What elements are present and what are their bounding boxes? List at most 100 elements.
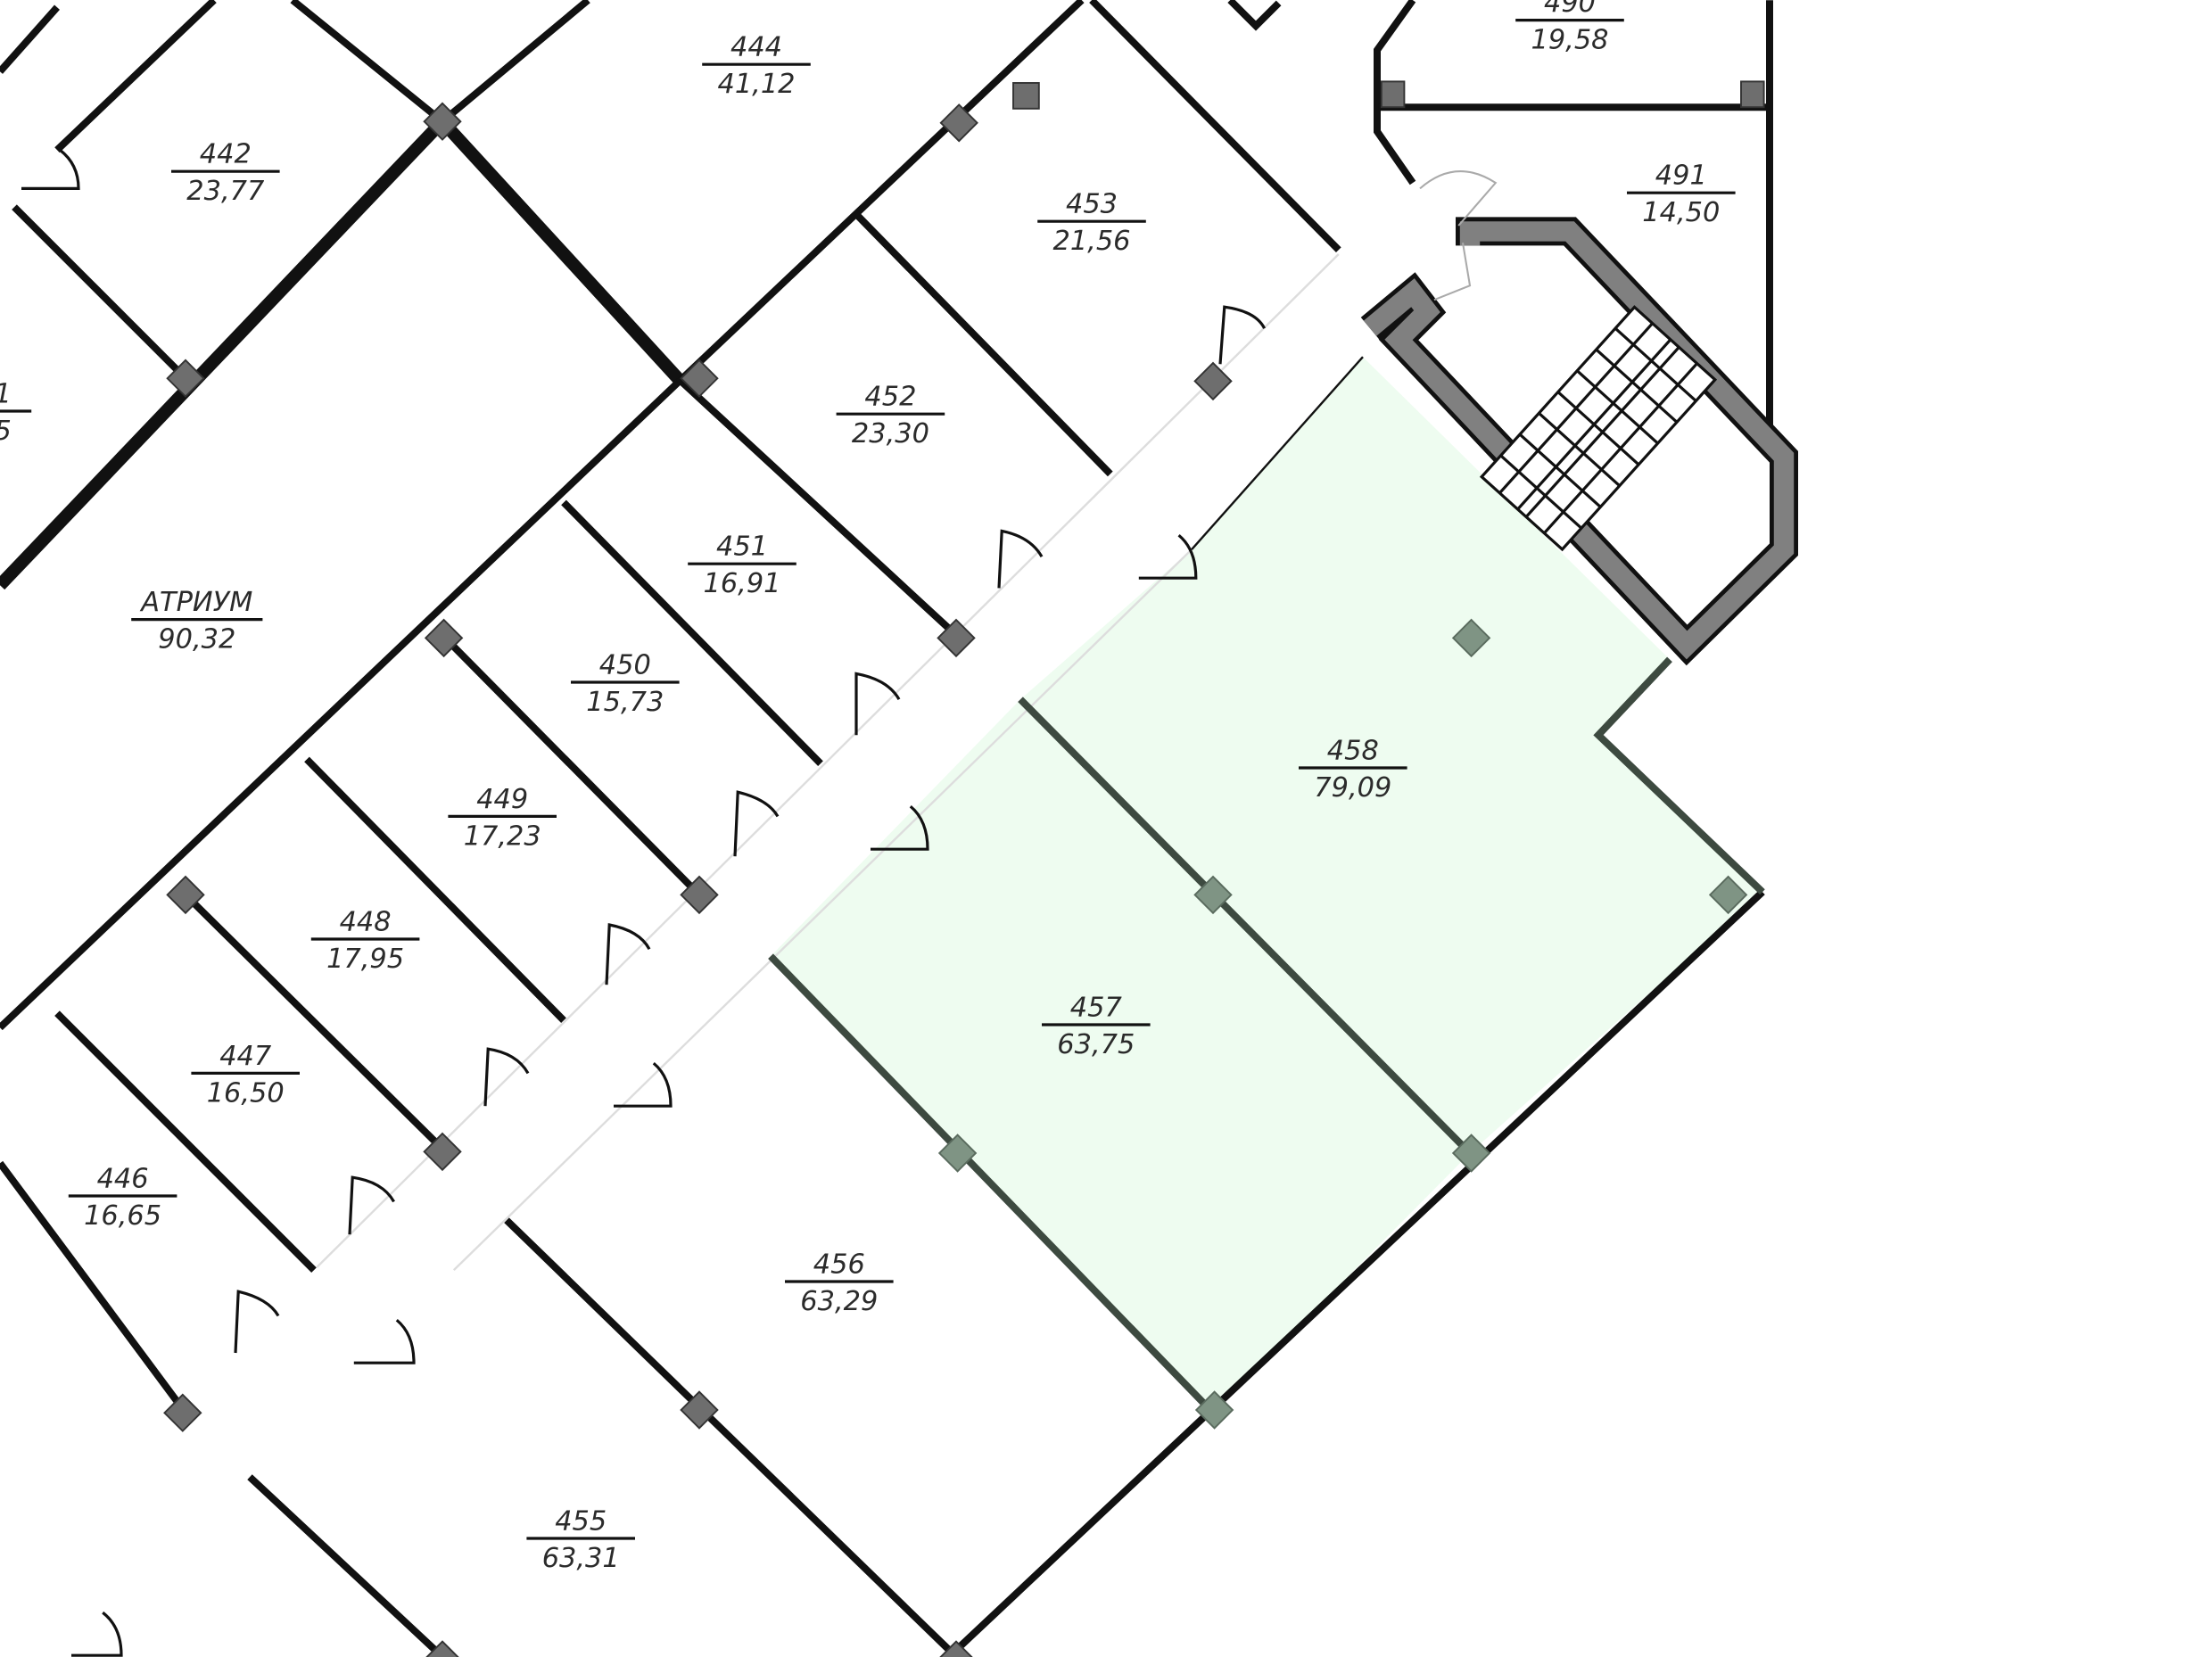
column-icon [423,1132,462,1172]
room-number: 453 [1066,189,1118,220]
room-area: 23,30 [852,418,929,449]
room-area: 15,73 [586,687,664,718]
room-area: 63,29 [800,1286,878,1317]
room-area: 17,95 [326,944,404,975]
column-icon [937,618,976,658]
room-label-partial: 1 5 [0,378,32,447]
room-457-fill[interactable] [771,699,1470,1414]
door-icon [483,1047,530,1107]
room-area: 23,77 [186,176,265,207]
column-icon [1012,82,1040,110]
doors [21,148,1498,1657]
door-icon [21,148,80,190]
door-icon [1138,533,1198,580]
door-icon [871,804,929,851]
room-label-455: 455 63,31 [526,1505,635,1574]
room-label-442: 442 23,77 [171,139,280,207]
door-icon [997,529,1044,589]
column-icon [680,1390,719,1430]
room-number: 446 [97,1163,149,1194]
room-number: 490 [1544,0,1596,19]
columns [163,80,1765,1657]
column-icon [680,875,719,915]
room-area: 21,56 [1052,226,1130,257]
column-icon [423,102,462,141]
door-icon [71,1611,123,1657]
room-area: 5 [0,416,12,447]
door-icon [605,923,651,985]
room-label-457: 457 63,75 [1042,992,1151,1060]
door-icon [1433,243,1472,301]
room-area: 41,12 [717,69,795,100]
column-icon [163,1393,202,1432]
room-number: 1 [0,378,12,409]
room-number: 452 [864,382,916,413]
room-area: 63,75 [1057,1029,1135,1060]
room-area: 14,50 [1642,197,1720,228]
room-number: 451 [716,532,768,563]
room-number: 455 [555,1505,607,1537]
column-icon [166,875,205,915]
room-number: 442 [200,139,252,170]
room-area: 16,91 [703,568,780,599]
room-area: 16,65 [84,1200,161,1232]
room-number: АТРИУМ [139,587,252,618]
column-icon [680,359,719,398]
room-label-451: 451 16,91 [688,532,796,599]
room-number: 457 [1070,992,1123,1023]
room-area: 63,31 [542,1543,620,1574]
room-label-444: 444 41,12 [702,32,811,100]
walls [0,0,1773,1657]
room-number: 447 [219,1041,272,1072]
door-icon [854,672,901,736]
column-icon [1740,80,1765,109]
room-number: 448 [340,906,392,937]
room-label-490: 490 19,58 [1515,0,1624,56]
door-icon [353,1318,416,1364]
column-icon [423,1640,462,1657]
room-label-456: 456 63,29 [785,1249,894,1317]
door-icon [614,1061,673,1108]
column-icon [1451,1134,1491,1173]
column-icon [1708,875,1748,915]
column-icon [937,1134,978,1173]
column-icon [1193,361,1233,401]
room-label-458: 458 79,09 [1299,735,1407,804]
room-label-447: 447 16,50 [191,1041,300,1109]
room-label-453: 453 21,56 [1037,189,1146,257]
column-icon [166,359,205,398]
room-area: 79,09 [1314,772,1391,804]
room-number: 444 [730,32,782,63]
column-icon [424,618,464,658]
column-icon [1194,1390,1234,1430]
door-icon [234,1290,280,1354]
room-label-450: 450 15,73 [571,649,680,718]
door-icon [1419,170,1498,227]
column-icon [1380,80,1406,109]
room-area: 19,58 [1531,25,1608,56]
highlight-walls [768,656,1765,1415]
room-number: 450 [599,649,651,680]
room-number: 491 [1655,161,1707,192]
room-number: 449 [476,784,528,815]
room-area: 17,23 [464,820,541,852]
room-label-452: 452 23,30 [836,382,945,449]
room-area: 90,32 [158,624,235,655]
room-number: 458 [1327,735,1379,766]
door-icon [733,790,780,857]
room-458-fill[interactable] [1020,357,1762,1153]
room-label-448: 448 17,95 [310,906,420,975]
staircase-icon [1479,305,1718,552]
door-icon [1218,305,1267,365]
room-area: 16,50 [207,1077,285,1109]
stair-core [1360,217,1798,666]
door-icon [348,1175,395,1235]
room-label-491: 491 14,50 [1627,161,1736,228]
room-number: 456 [813,1249,865,1280]
room-label-446: 446 16,65 [68,1163,177,1232]
room-label-atrium: АТРИУМ 90,32 [131,587,263,655]
column-icon [1193,875,1233,915]
column-icon [1451,618,1491,658]
column-icon [937,1640,976,1657]
